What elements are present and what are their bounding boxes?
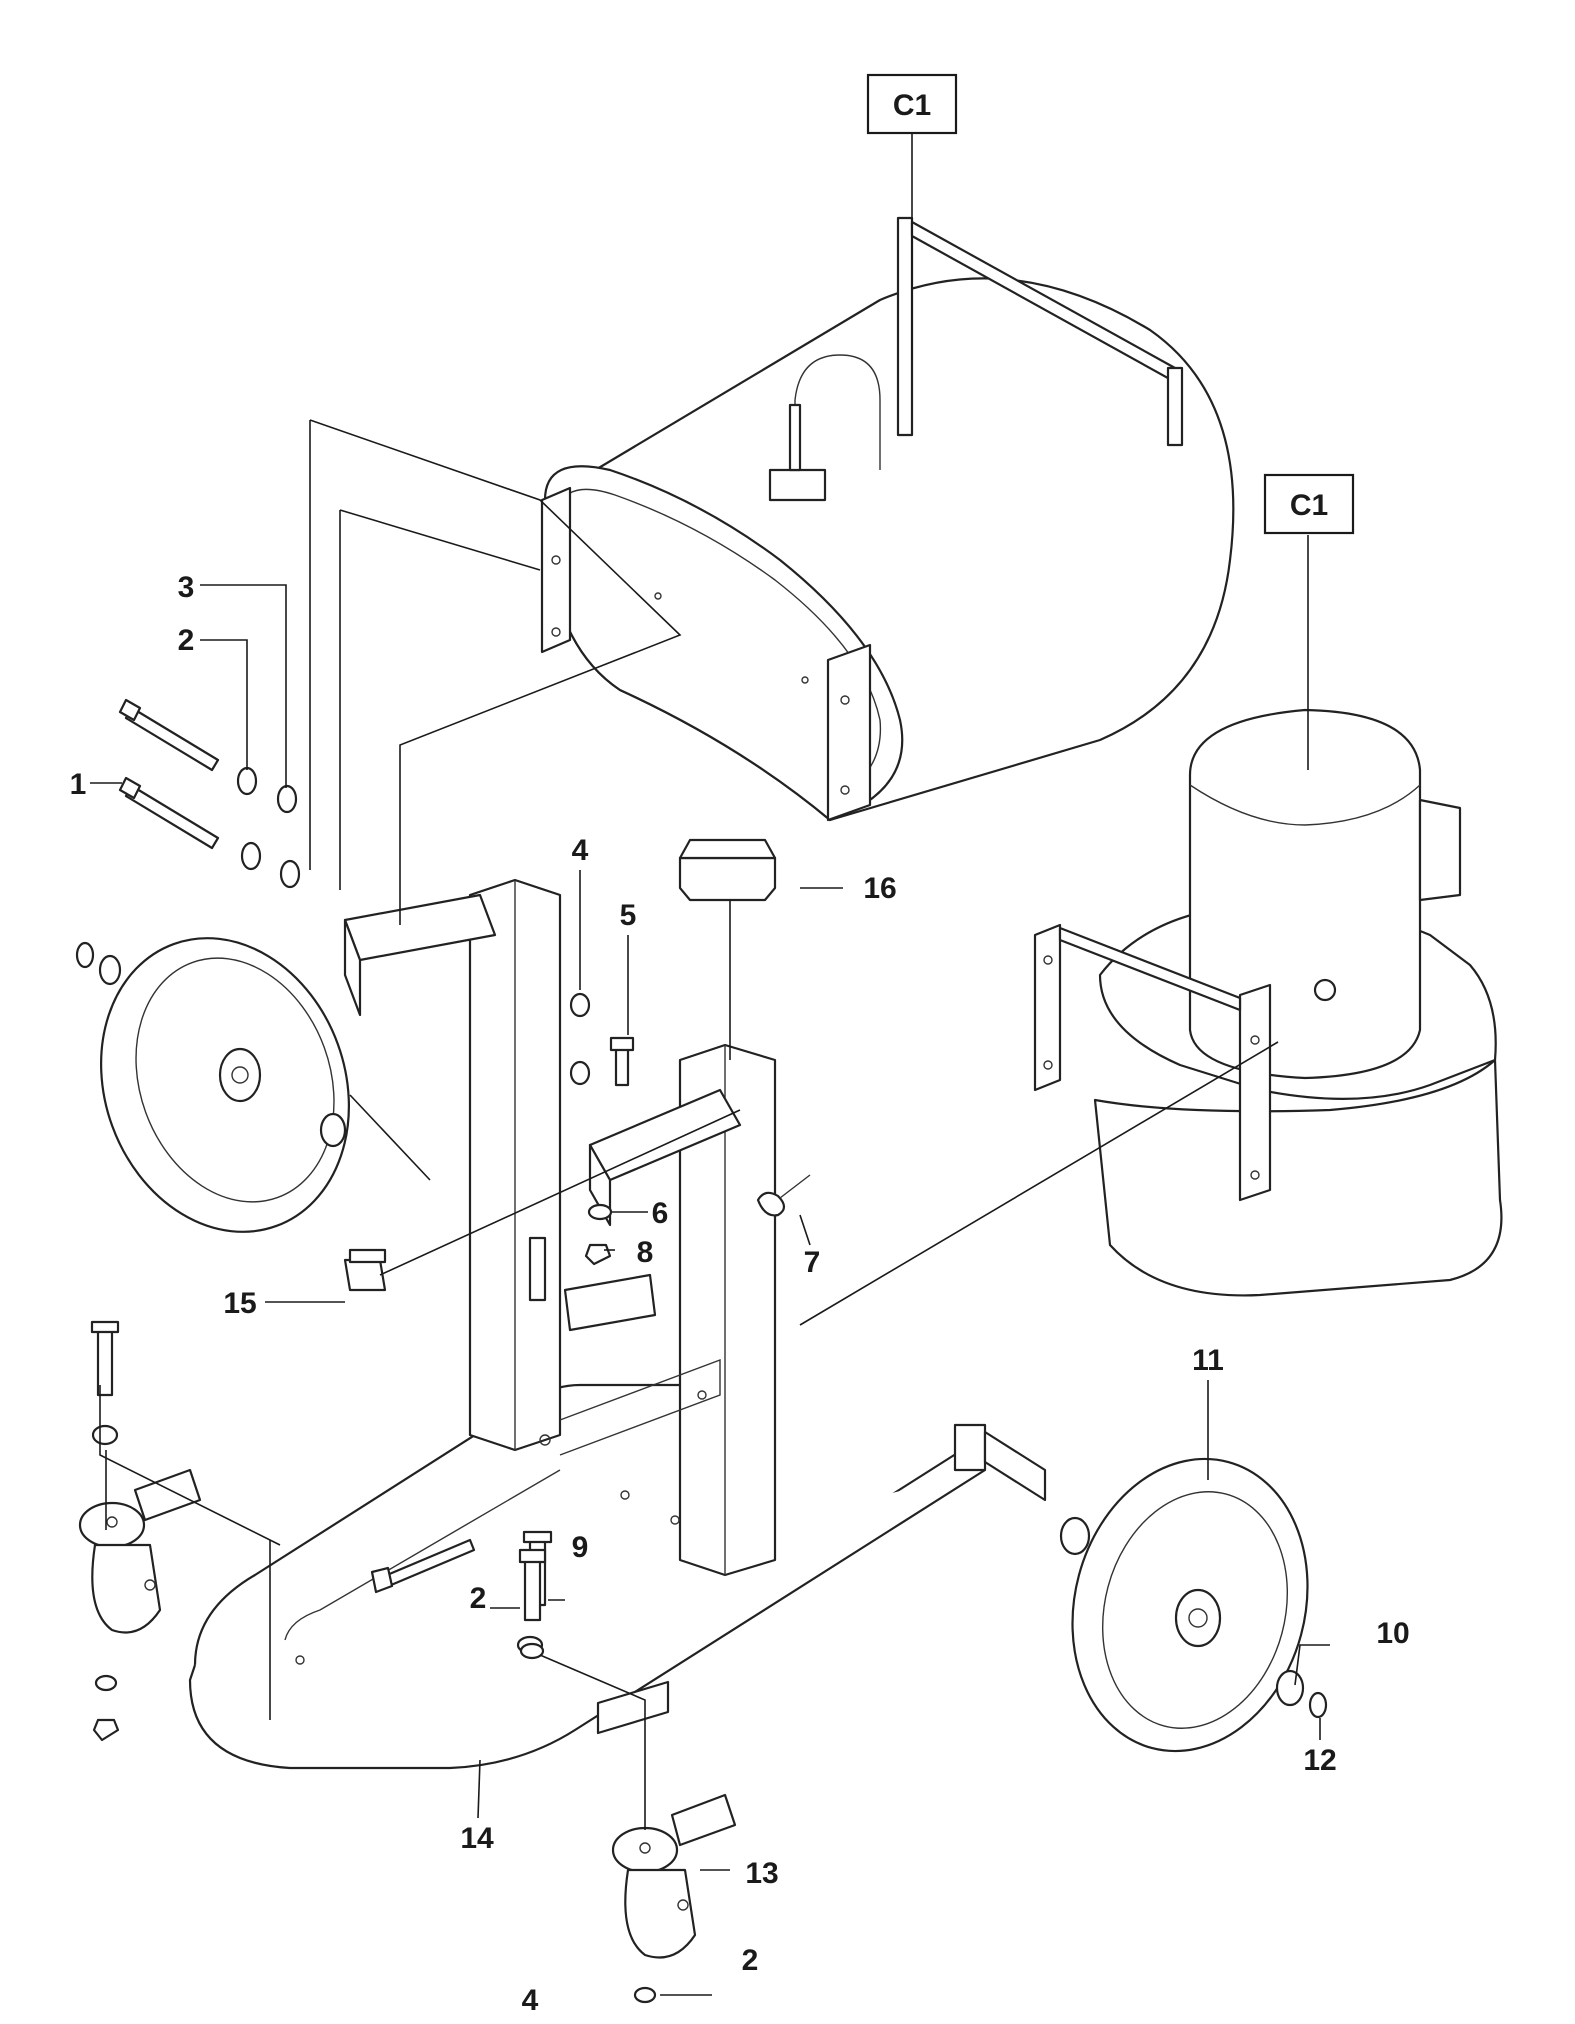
hood-assembly [540, 216, 1235, 822]
callout-8: 8 [637, 1236, 654, 1269]
callout-2a: 2 [178, 624, 195, 657]
callout-box-c1-right [1263, 473, 1355, 535]
callout-labels: C1 C1 1 2 2 2 3 4 4 5 6 7 8 9 10 11 12 1… [70, 73, 1410, 2017]
callout-6: 6 [652, 1197, 669, 1230]
callout-12: 12 [1303, 1744, 1336, 1777]
callout-box-c1-top [866, 73, 958, 135]
callout-16: 16 [863, 872, 896, 905]
callout-c1-right: C1 [1290, 489, 1328, 522]
callout-5: 5 [620, 899, 637, 932]
callout-9: 9 [572, 1531, 589, 1564]
left-wheel [75, 937, 350, 1233]
left-caster [78, 1320, 202, 1742]
right-wheel [1059, 1457, 1328, 1753]
frame [188, 878, 1047, 1770]
callout-15: 15 [223, 1287, 256, 1320]
callout-10: 10 [1376, 1617, 1409, 1650]
callout-1: 1 [70, 768, 87, 801]
callout-c1-top: C1 [893, 89, 931, 122]
callout-11: 11 [1192, 1344, 1224, 1377]
leader-lines [90, 122, 1330, 1996]
motor-assembly [1033, 708, 1503, 1297]
callout-14: 14 [460, 1822, 494, 1855]
callout-2c: 2 [742, 1944, 759, 1977]
callout-4b: 4 [522, 1984, 539, 2017]
callout-7: 7 [804, 1246, 821, 1279]
callout-13: 13 [745, 1857, 778, 1890]
bolts-washers [118, 698, 811, 1660]
callout-3: 3 [178, 571, 195, 604]
callout-2b: 2 [470, 1582, 487, 1615]
callout-4a: 4 [572, 834, 589, 867]
